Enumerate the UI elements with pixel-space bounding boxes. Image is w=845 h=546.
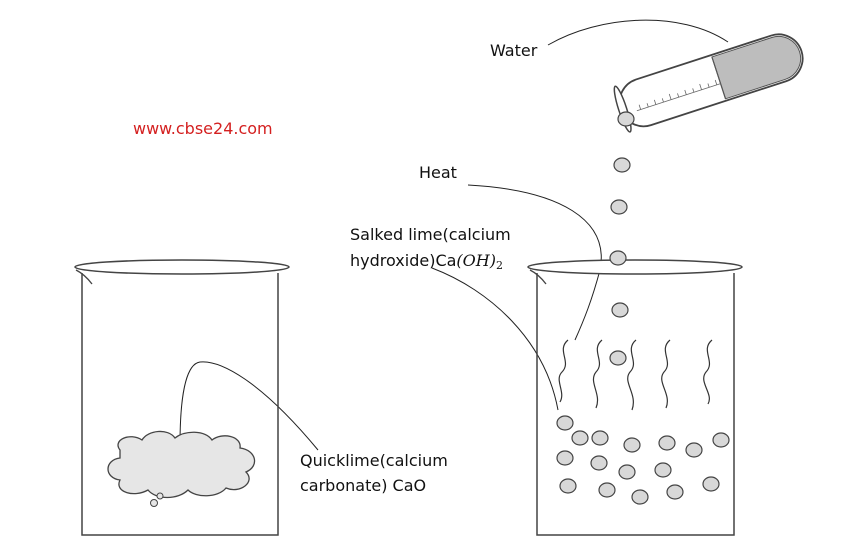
quicklime-leader-line <box>179 361 319 451</box>
slaked-lime-label-line1: Salked lime(calcium <box>350 225 511 244</box>
particle <box>571 430 589 446</box>
heat-waves <box>558 339 713 411</box>
formula-subscript: 2 <box>496 259 503 272</box>
droplet <box>609 250 627 266</box>
heat-leader-line <box>467 184 602 341</box>
quicklime-lump <box>107 430 256 499</box>
falling-droplets <box>609 111 635 366</box>
formula-oh: OH <box>462 251 490 270</box>
quicklime-label-line1: Quicklime(calcium <box>300 451 448 470</box>
watermark-url: www.cbse24.com <box>133 119 273 138</box>
particle <box>598 482 616 498</box>
particle <box>702 476 720 492</box>
particle <box>556 415 574 431</box>
water-in-tube <box>711 35 802 100</box>
slaked-lime-prefix: hydroxide)Ca <box>350 251 457 270</box>
tube-graduations <box>636 79 721 112</box>
slaked-lime-label-line2: hydroxide)Ca(OH)2 <box>350 250 503 277</box>
particle <box>712 432 730 448</box>
droplet <box>609 350 627 366</box>
quicklime-label-line2: carbonate) CaO <box>300 476 427 495</box>
particle <box>623 437 641 453</box>
test-tube <box>613 33 804 133</box>
particle <box>559 478 577 494</box>
droplet <box>611 302 629 318</box>
particle <box>591 430 609 446</box>
particle <box>666 484 684 500</box>
particle <box>631 489 649 505</box>
formula-paren-close: ) <box>489 251 496 270</box>
droplet <box>610 199 628 215</box>
particle <box>618 464 636 480</box>
slaked-lime-particles <box>556 415 730 505</box>
water-leader-line <box>547 19 729 46</box>
particle <box>590 455 608 471</box>
heat-label: Heat <box>419 163 457 182</box>
particle <box>658 435 676 451</box>
beaker-right <box>527 259 743 536</box>
particle <box>654 462 672 478</box>
slaked-lime-leader-line <box>431 267 559 411</box>
formula-paren-open: ( <box>456 251 463 270</box>
beaker-left <box>74 259 290 536</box>
water-label: Water <box>490 41 538 60</box>
droplet <box>617 111 635 127</box>
particle <box>685 442 703 458</box>
particle <box>556 450 574 466</box>
droplet <box>613 157 631 173</box>
